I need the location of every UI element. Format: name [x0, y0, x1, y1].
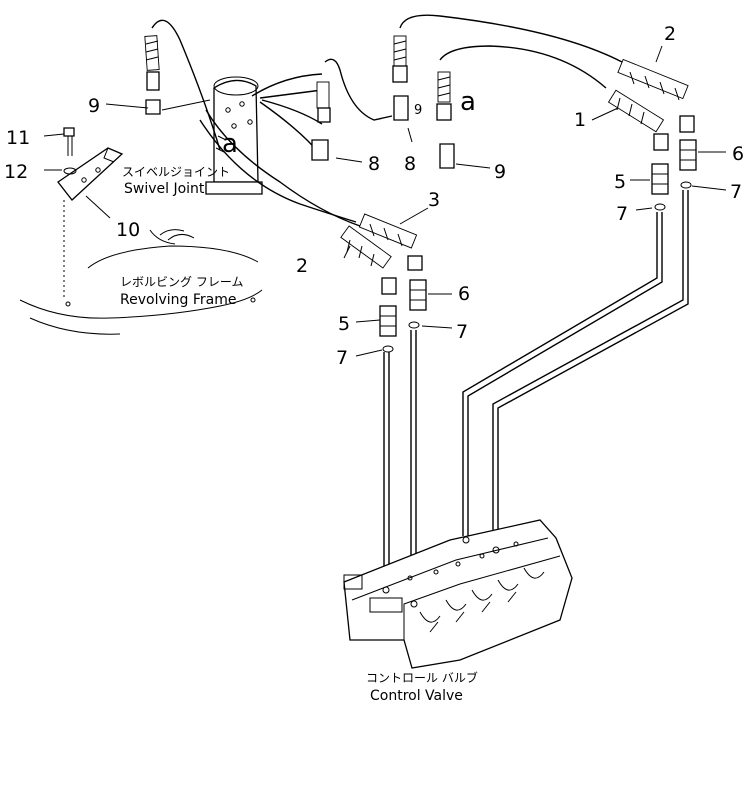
revolving-frame-label-en: Revolving Frame: [120, 292, 236, 308]
callout-5-right: 5: [614, 171, 626, 193]
component-labels: スイベルジョイント Swivel Joint レボルビング フレーム Revol…: [120, 165, 478, 704]
callout-6-right: 6: [732, 143, 744, 165]
callout-2-right: 2: [664, 23, 676, 45]
callout-2-left: 2: [296, 255, 308, 277]
control-valve-label-en: Control Valve: [370, 688, 463, 704]
callout-1: 1: [574, 109, 586, 131]
callout-7-left-lower: 7: [336, 347, 348, 369]
revolving-frame-drawing: [19, 229, 263, 335]
callout-11: 11: [6, 127, 30, 149]
bracket-drawing: [57, 127, 124, 300]
callout-5-left: 5: [338, 313, 350, 335]
callout-9-top: 9: [88, 95, 100, 117]
revolving-frame-label-jp: レボルビング フレーム: [120, 275, 243, 289]
callout-8-left: 8: [368, 153, 380, 175]
hose-sleeves: [144, 35, 689, 269]
callout-12: 12: [4, 161, 28, 183]
callout-6-left: 6: [458, 283, 470, 305]
swivel-joint-label-en: Swivel Joint: [124, 181, 205, 197]
control-valve-label-jp: コントロール バルブ: [366, 670, 478, 685]
callout-10: 10: [116, 219, 140, 241]
callout-8-right: 8: [404, 153, 416, 175]
callout-3: 3: [428, 189, 440, 211]
callout-a-left: a: [222, 129, 238, 159]
control-valve-drawing: [343, 519, 573, 669]
fittings: [145, 95, 697, 353]
callout-a-right: a: [460, 87, 476, 117]
callout-7-right-lower: 7: [616, 203, 628, 225]
callout-7-left-upper: 7: [456, 321, 468, 343]
callout-9-small: 9: [414, 103, 422, 118]
callout-9-bottom: 9: [494, 161, 506, 183]
callouts: 9 11 12 10 a 8 9 8 a 9 2 1 6 5 7 7 3 2 6…: [4, 23, 744, 369]
callout-7-right-upper: 7: [730, 181, 742, 203]
leader-lines: [43, 45, 727, 357]
swivel-joint-label-jp: スイベルジョイント: [122, 165, 230, 179]
